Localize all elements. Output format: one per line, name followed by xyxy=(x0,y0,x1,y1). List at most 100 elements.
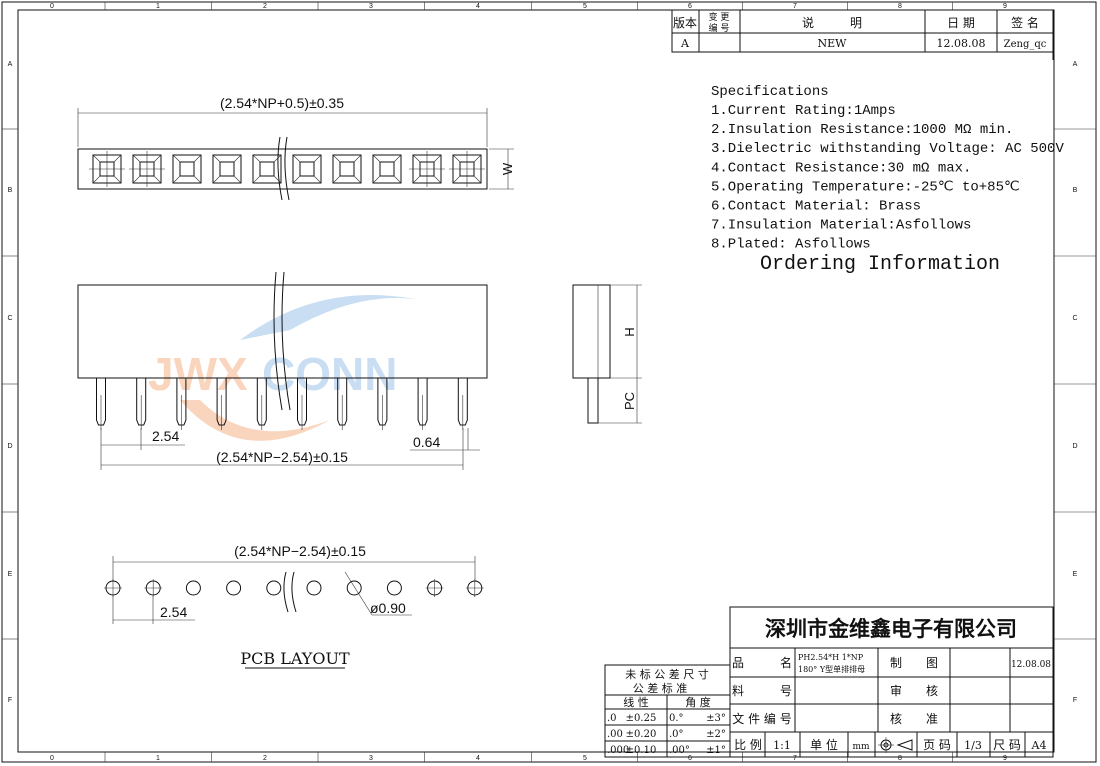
frame-column-label: 0 xyxy=(50,3,54,10)
pcb-hole xyxy=(104,579,122,597)
socket-contact xyxy=(409,151,445,187)
frame-row-label: F xyxy=(8,697,12,704)
tolerance-ang-tol: ±2° xyxy=(706,729,726,740)
drawn-by-label: 制 图 xyxy=(890,656,938,670)
unit-label: 单 位 xyxy=(810,737,838,752)
size-value: A4 xyxy=(1031,739,1047,752)
tolerance-lin-tol: ±0.20 xyxy=(626,729,657,740)
frame-column-label: 5 xyxy=(583,755,587,762)
frame-row-label: A xyxy=(1073,61,1078,68)
frame-row-label: C xyxy=(7,315,12,322)
frame-column-label: 7 xyxy=(793,3,797,10)
break-mark xyxy=(277,136,290,201)
socket-contact xyxy=(129,151,165,187)
svg-text:CONN: CONN xyxy=(262,348,397,400)
spec-item: 2.Insulation Resistance:1000 MΩ min. xyxy=(711,122,1013,138)
tolerance-lin-tol: ±0.25 xyxy=(626,713,657,724)
frame-column-label: 3 xyxy=(369,3,373,10)
break-mark xyxy=(273,271,291,411)
spec-item: 8.Plated: Asfollows xyxy=(711,237,871,253)
top-length-dimension: (2.54*NP+0.5)±0.35 xyxy=(220,95,344,111)
frame-column-label: 6 xyxy=(688,755,692,762)
product-name-value: PH2.54*H 1*NP xyxy=(798,653,864,662)
page-label: 页 码 xyxy=(923,738,951,752)
pcb-layout-title: PCB LAYOUT xyxy=(240,649,350,668)
frame-row-label: D xyxy=(1072,443,1077,450)
top-view: (2.54*NP+0.5)±0.35 W xyxy=(77,95,515,201)
frame-column-label: 9 xyxy=(1003,3,1007,10)
socket-contact xyxy=(332,154,362,184)
spec-item: 6.Contact Material: Brass xyxy=(711,199,921,215)
header-change-no-2: 编 号 xyxy=(709,22,730,34)
scale-label: 比 例 xyxy=(734,738,762,752)
header-signature: 签 名 xyxy=(1011,15,1039,30)
header-description: 说 明 xyxy=(802,15,862,30)
tolerance-title: 未 标 公 差 尺 寸 xyxy=(625,667,708,681)
frame-column-label: 7 xyxy=(793,755,797,762)
tolerance-subtitle: 公 差 标 准 xyxy=(633,681,688,695)
header-version: 版本 xyxy=(673,16,697,30)
frame-column-label: 3 xyxy=(369,755,373,762)
revision-signature: Zeng_qc xyxy=(1004,39,1047,50)
pc-dimension: PC xyxy=(622,392,637,410)
socket-contact xyxy=(172,154,202,184)
tolerance-lin-fmt: .0 xyxy=(607,713,617,724)
drawn-date: 12.08.08 xyxy=(1011,660,1051,670)
company-name: 深圳市金维鑫电子有限公司 xyxy=(765,617,1017,641)
pin-span-dimension: (2.54*NP−2.54)±0.15 xyxy=(216,449,348,465)
frame-column-label: 9 xyxy=(1003,755,1007,762)
socket-contact xyxy=(89,151,125,187)
header-change-no: 变 更 xyxy=(709,11,730,23)
scale-value: 1:1 xyxy=(773,739,791,752)
frame-row-label: B xyxy=(1073,187,1078,194)
spec-item: 7.Insulation Material:Asfollows xyxy=(711,218,971,234)
frame-column-label: 4 xyxy=(476,755,480,762)
approved-by-label: 核 准 xyxy=(890,712,938,726)
file-no-label: 文 件 编 号 xyxy=(732,711,791,726)
pitch-dimension: 2.54 xyxy=(152,428,179,444)
size-label: 尺 码 xyxy=(993,738,1021,752)
page-value: 1/3 xyxy=(964,739,982,752)
pcb-layout: (2.54*NP−2.54)±0.15 2.54 ø0.90 PCB LAYOU… xyxy=(104,543,484,669)
revision-version: A xyxy=(680,37,690,50)
tolerance-ang-tol: ±3° xyxy=(706,713,726,724)
header-date: 日 期 xyxy=(947,16,975,30)
tolerance-ang-fmt: .00° xyxy=(669,745,690,756)
pcb-pitch-dimension: 2.54 xyxy=(160,604,187,620)
tolerance-lin-fmt: .00 xyxy=(607,729,623,740)
revision-date: 12.08.08 xyxy=(937,37,986,50)
frame-column-label: 5 xyxy=(583,3,587,10)
title-block: 深圳市金维鑫电子有限公司 品 名 PH2.54*H 1*NP 180° Y型单排… xyxy=(729,606,1054,758)
revision-description: NEW xyxy=(818,37,848,50)
height-dimension: H xyxy=(622,327,637,336)
pcb-hole xyxy=(346,580,362,596)
frame-row-label: A xyxy=(8,61,13,68)
spec-item: 3.Dielectric withstanding Voltage: AC 50… xyxy=(711,141,1064,157)
width-dimension: W xyxy=(500,162,515,175)
pcb-hole xyxy=(386,580,402,596)
tolerance-lin-fmt: .000 xyxy=(607,745,629,756)
pcb-hole xyxy=(226,580,242,596)
side-view: H PC xyxy=(572,284,642,424)
frame-row-label: F xyxy=(1073,697,1077,704)
socket-contact xyxy=(252,154,282,184)
pcb-hole xyxy=(185,580,201,596)
frame-column-label: 2 xyxy=(263,755,267,762)
break-mark xyxy=(283,571,297,613)
pcb-hole xyxy=(465,579,484,597)
frame-column-label: 4 xyxy=(476,3,480,10)
socket-contact xyxy=(212,154,242,184)
checked-by-label: 审 核 xyxy=(890,683,938,698)
revision-table: 版本 变 更 编 号 说 明 日 期 签 名 A NEW 12.08.08 Ze… xyxy=(671,9,1054,60)
frame-row-label: E xyxy=(8,571,13,578)
frame-column-label: 6 xyxy=(688,3,692,10)
pcb-hole xyxy=(144,579,163,597)
socket-contact xyxy=(372,154,402,184)
housing-front xyxy=(77,284,488,379)
spec-item: 4.Contact Resistance:30 mΩ max. xyxy=(711,160,971,176)
frame-column-label: 8 xyxy=(898,3,902,10)
